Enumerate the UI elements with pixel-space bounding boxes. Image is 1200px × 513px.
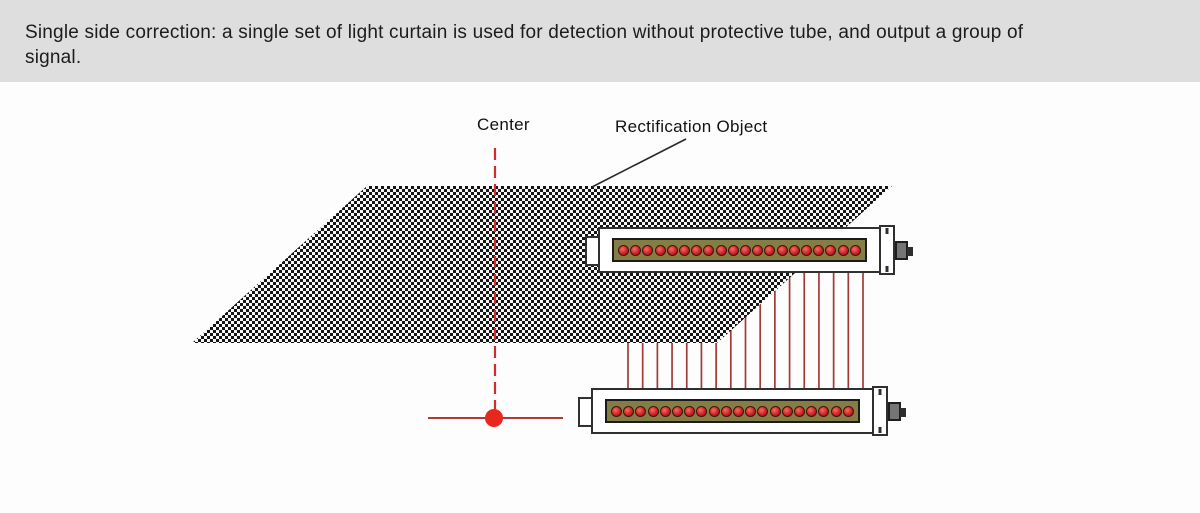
led-dot-icon — [659, 405, 671, 417]
led-strip — [605, 399, 860, 423]
bottom-light-curtain-bar — [578, 386, 910, 436]
led-dot-icon — [849, 244, 861, 256]
led-dot-icon — [837, 244, 849, 256]
led-dot-icon — [635, 405, 647, 417]
center-point-dot — [485, 409, 503, 427]
rectification-object-label: Rectification Object — [615, 117, 768, 136]
led-dot-icon — [794, 405, 806, 417]
led-dot-icon — [781, 405, 793, 417]
caption-banner: Single side correction: a single set of … — [0, 0, 1200, 82]
caption-line-1: Single side correction: a single set of … — [25, 22, 1024, 43]
led-dot-icon — [830, 405, 842, 417]
led-dot-icon — [720, 405, 732, 417]
top-light-curtain-bar — [585, 225, 917, 275]
led-dot-icon — [801, 244, 813, 256]
led-dot-icon — [788, 244, 800, 256]
led-dot-icon — [611, 405, 622, 417]
led-dot-icon — [818, 405, 830, 417]
led-dot-icon — [715, 244, 727, 256]
led-dot-icon — [684, 405, 696, 417]
led-dot-icon — [630, 244, 642, 256]
led-dot-icon — [691, 244, 703, 256]
led-dot-icon — [806, 405, 818, 417]
light-curtain-diagram: Center Rectification Object — [0, 82, 1200, 513]
led-dot-icon — [623, 405, 635, 417]
led-dot-icon — [654, 244, 666, 256]
led-dot-icon — [642, 244, 654, 256]
led-dot-icon — [769, 405, 781, 417]
led-dot-icon — [708, 405, 720, 417]
caption-text: Single side correction: a single set of … — [25, 20, 1175, 70]
cable-connector-icon — [888, 402, 906, 421]
center-label: Center — [477, 115, 530, 134]
led-dot-icon — [813, 244, 825, 256]
led-dot-icon — [757, 405, 769, 417]
cable-connector-icon — [895, 241, 913, 260]
led-dot-icon — [696, 405, 708, 417]
led-dot-icon — [727, 244, 739, 256]
led-dot-icon — [825, 244, 837, 256]
end-bracket-icon — [879, 225, 895, 275]
led-dot-icon — [618, 244, 629, 256]
led-dot-icon — [647, 405, 659, 417]
led-dot-icon — [745, 405, 757, 417]
led-dot-icon — [764, 244, 776, 256]
caption-line-2: signal. — [25, 47, 82, 68]
connector-tip-icon — [907, 247, 913, 256]
led-dot-icon — [666, 244, 678, 256]
led-dot-icon — [842, 405, 854, 417]
rectification-object-leader-line — [591, 138, 687, 188]
led-dot-icon — [672, 405, 684, 417]
bar-housing — [591, 388, 874, 434]
led-dot-icon — [733, 405, 745, 417]
led-dot-icon — [776, 244, 788, 256]
led-dot-icon — [679, 244, 691, 256]
end-bracket-icon — [872, 386, 888, 436]
led-dot-icon — [752, 244, 764, 256]
led-dot-icon — [740, 244, 752, 256]
bar-housing — [598, 227, 881, 273]
led-strip — [612, 238, 867, 262]
connector-tip-icon — [900, 408, 906, 417]
led-dot-icon — [703, 244, 715, 256]
